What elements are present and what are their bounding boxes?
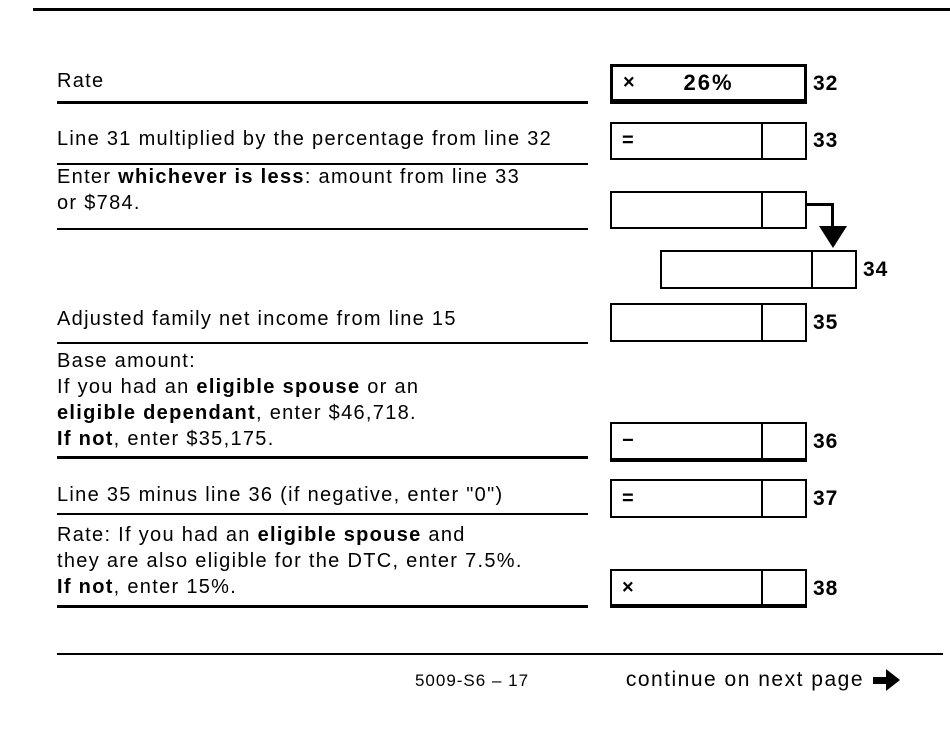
equals-operator: = bbox=[622, 487, 634, 509]
field-label-rate-dtc: Rate: If you had an eligible spouse and … bbox=[57, 522, 602, 600]
carry-down-arrow-icon bbox=[831, 203, 834, 227]
label-line: they are also eligible for the DTC, ente… bbox=[57, 550, 523, 572]
cents-field-line-33[interactable] bbox=[763, 124, 805, 158]
amount-field-line-33[interactable] bbox=[612, 124, 761, 158]
cents-divider bbox=[761, 571, 763, 604]
label-line: or $784. bbox=[57, 192, 141, 214]
field-label-line-37: Line 35 minus line 36 (if negative, ente… bbox=[57, 482, 602, 508]
cents-field-line-36[interactable] bbox=[763, 424, 805, 458]
line-number-32: 32 bbox=[813, 72, 839, 95]
cents-divider bbox=[761, 424, 763, 458]
label-line: Rate: If you had an eligible spouse and bbox=[57, 524, 466, 546]
cents-divider bbox=[761, 481, 763, 516]
amount-box-whichever-less bbox=[610, 191, 807, 229]
cents-field-line-35[interactable] bbox=[763, 305, 805, 340]
label-line: Adjusted family net income from line 15 bbox=[57, 308, 457, 330]
label-line: Rate bbox=[57, 70, 105, 92]
amount-box-line-35 bbox=[610, 303, 807, 342]
line-number-37: 37 bbox=[813, 486, 839, 510]
label-line: If not, enter 15%. bbox=[57, 576, 238, 598]
line-number-33: 33 bbox=[813, 129, 839, 152]
cents-field-line-34[interactable] bbox=[813, 252, 855, 287]
field-label-line-33: Line 31 multiplied by the percentage fro… bbox=[57, 126, 602, 152]
line-number-38: 38 bbox=[813, 576, 839, 600]
arrow-right-icon bbox=[873, 669, 900, 691]
footer-divider bbox=[57, 653, 943, 655]
arrow-right-icon-head bbox=[886, 669, 900, 691]
carry-down-arrow-icon bbox=[819, 226, 847, 248]
amount-field-line-34[interactable] bbox=[662, 252, 811, 287]
line-number-34: 34 bbox=[863, 257, 889, 281]
multiply-operator: × bbox=[622, 576, 634, 598]
amount-box-line-38: × bbox=[610, 569, 807, 608]
amount-box-line-36: − bbox=[610, 422, 807, 462]
minus-operator: − bbox=[622, 429, 634, 452]
amount-box-line-33: = bbox=[610, 122, 807, 160]
label-line: eligible dependant, enter $46,718. bbox=[57, 402, 417, 424]
equals-operator: = bbox=[622, 129, 634, 152]
cents-field-line-37[interactable] bbox=[763, 481, 805, 516]
cents-divider bbox=[811, 252, 813, 287]
section-divider-top bbox=[33, 8, 950, 11]
separator-line bbox=[57, 101, 588, 104]
amount-field-whichever-less[interactable] bbox=[612, 193, 761, 227]
separator-line bbox=[57, 605, 588, 608]
amount-field-line-38[interactable] bbox=[612, 571, 761, 604]
cents-divider bbox=[761, 193, 763, 227]
line-number-35: 35 bbox=[813, 310, 839, 334]
line-number-36: 36 bbox=[813, 430, 839, 453]
arrow-right-icon-bar bbox=[873, 676, 886, 684]
carry-down-arrow-icon bbox=[806, 203, 834, 206]
separator-line bbox=[57, 228, 588, 230]
field-label-whichever-less: Enter whichever is less: amount from lin… bbox=[57, 164, 602, 216]
separator-line bbox=[57, 163, 588, 165]
label-line: If not, enter $35,175. bbox=[57, 428, 275, 450]
continue-note: continue on next page bbox=[626, 668, 900, 692]
cents-divider bbox=[761, 124, 763, 158]
cents-field-whichever-less[interactable] bbox=[763, 193, 805, 227]
cents-divider bbox=[761, 305, 763, 340]
amount-box-line-37: = bbox=[610, 479, 807, 518]
page-number: 5009-S6 – 17 bbox=[414, 671, 530, 690]
amount-field-line-37[interactable] bbox=[612, 481, 761, 516]
label-line: Enter whichever is less: amount from lin… bbox=[57, 166, 520, 188]
field-label-base-amount: Base amount: If you had an eligible spou… bbox=[57, 348, 602, 452]
amount-field-line-35[interactable] bbox=[612, 305, 761, 340]
amount-box-line-34 bbox=[660, 250, 857, 289]
separator-line bbox=[57, 513, 588, 515]
field-label-rate: Rate bbox=[57, 68, 602, 94]
label-line: Line 31 multiplied by the percentage fro… bbox=[57, 128, 553, 150]
separator-line bbox=[57, 456, 588, 459]
label-line: Base amount: bbox=[57, 350, 197, 372]
separator-line bbox=[57, 342, 588, 344]
label-line: Line 35 minus line 36 (if negative, ente… bbox=[57, 484, 504, 506]
continue-text: continue on next page bbox=[625, 668, 864, 691]
multiply-operator: × bbox=[623, 71, 635, 94]
label-line: If you had an eligible spouse or an bbox=[57, 376, 420, 398]
rate-value: 26% bbox=[683, 70, 734, 95]
field-label-line-35: Adjusted family net income from line 15 bbox=[57, 306, 602, 332]
amount-field-line-36[interactable] bbox=[612, 424, 761, 458]
cents-field-line-38[interactable] bbox=[763, 571, 805, 604]
amount-box-line-32: × 26% bbox=[610, 64, 807, 104]
